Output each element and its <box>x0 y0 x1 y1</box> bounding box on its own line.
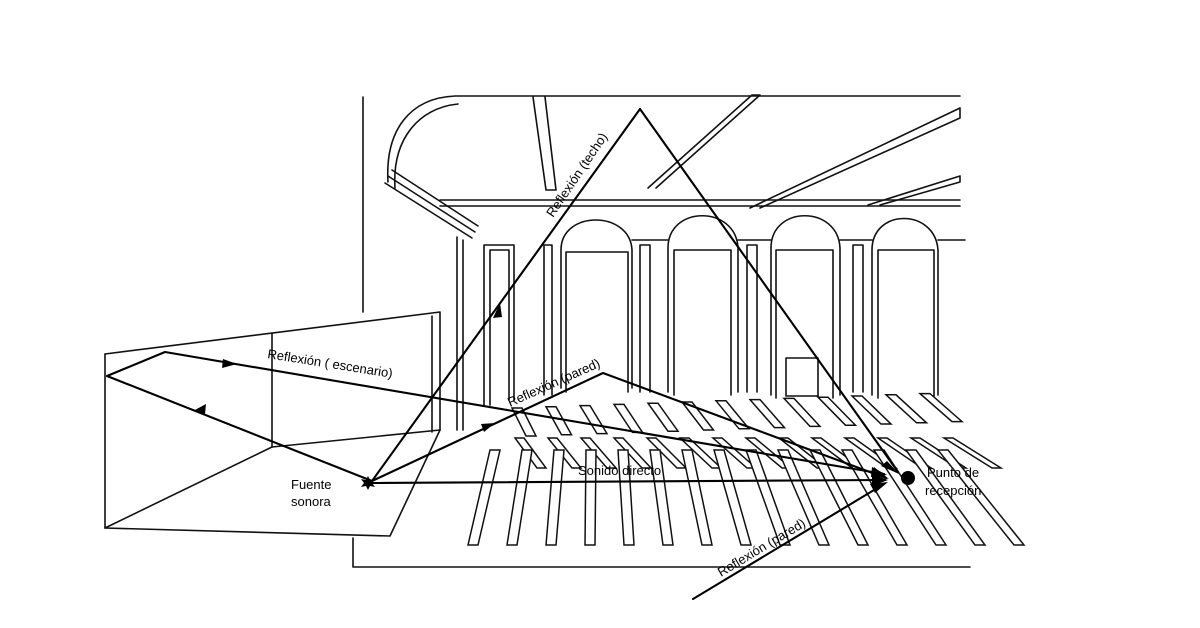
seat-row <box>941 437 1004 469</box>
seat-row <box>776 449 831 546</box>
ceiling-reflection-arrow-end <box>881 461 899 474</box>
seat-row <box>544 406 573 436</box>
seat-row <box>506 449 533 546</box>
wall-reflection-lower-label: Reflexión (pared) <box>715 515 808 579</box>
seat-row <box>713 449 752 546</box>
seat-row <box>936 449 1026 546</box>
ceiling-reflection-ray <box>370 107 900 483</box>
seat-row <box>510 407 538 437</box>
seat-row <box>612 437 653 469</box>
direct-sound-arrowhead <box>872 474 888 486</box>
wall-reflection-lower-arrow <box>870 482 888 493</box>
wall-reflection-upper-arrow-mid <box>481 423 495 432</box>
seat-row <box>918 392 964 423</box>
stage <box>104 311 441 537</box>
hall-floor-line <box>352 537 971 568</box>
seat-row <box>579 437 618 469</box>
stage-reflection-arrow-end <box>871 467 887 477</box>
stage-reflection-label: Reflexión ( escenario) <box>267 346 394 381</box>
seat-row <box>744 449 792 546</box>
ceiling-cove <box>387 95 961 183</box>
receiver-label-line2: recepción <box>925 483 981 498</box>
seat-row <box>872 449 948 546</box>
seat-row <box>649 449 674 546</box>
seat-row <box>467 449 501 546</box>
direct-sound-label: Sonido directo <box>578 463 661 478</box>
stage-reflection-ray <box>105 350 886 483</box>
source-star-icon <box>361 476 375 490</box>
seat-row <box>904 449 987 546</box>
wall-reflection-lower-ray <box>691 482 886 601</box>
receiver-point-icon <box>901 471 915 485</box>
wall-reflection-upper-label: Reflexión (pared) <box>505 355 602 409</box>
seat-row <box>681 449 713 546</box>
seat-row <box>782 397 822 428</box>
seat-row <box>646 402 680 432</box>
receiver-label-line1: Punto de <box>927 465 979 480</box>
ceiling-beams <box>439 94 961 209</box>
source-marker <box>361 476 375 490</box>
seat-row <box>680 401 716 431</box>
source-label-line1: Fuente <box>291 477 331 492</box>
audience-seating <box>467 392 1026 546</box>
seat-row <box>808 449 870 546</box>
seat-row <box>748 398 787 429</box>
seat-row <box>714 400 751 430</box>
sound-rays <box>105 107 900 601</box>
wall-reflection-upper-ray <box>370 371 888 483</box>
seat-row <box>850 395 893 425</box>
seat-row <box>840 449 909 546</box>
stage-reflection-arrow-back <box>193 404 206 414</box>
source-label-line2: sonora <box>291 494 332 509</box>
concert-hall-drawing <box>104 94 971 568</box>
ceiling-reflection-arrow-up <box>493 303 502 318</box>
direct-sound-ray <box>370 478 884 485</box>
wall-pilasters <box>456 236 864 431</box>
arched-windows <box>560 215 966 399</box>
seat-row <box>884 394 929 424</box>
seat-row <box>545 449 565 546</box>
seat-row <box>584 449 597 546</box>
seat-row <box>617 449 635 546</box>
stage-reflection-arrow-fwd <box>222 359 237 368</box>
seat-row <box>816 396 858 426</box>
seat-row <box>578 404 609 435</box>
